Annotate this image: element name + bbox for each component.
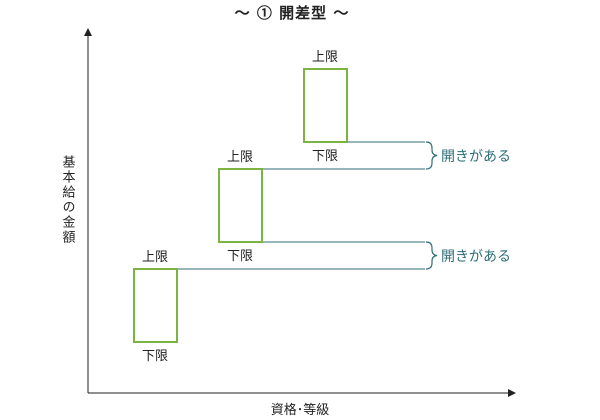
gap-brace-upper — [425, 141, 438, 170]
y-axis-label: 基本給の金額 — [60, 155, 76, 245]
pay-range-box-grade1 — [133, 268, 178, 343]
gap-label-upper: 開きがある — [441, 149, 511, 165]
x-axis-label: 資格･等級 — [271, 402, 330, 418]
gap-label-lower: 開きがある — [441, 249, 511, 265]
pay-range-box-grade2 — [218, 168, 263, 243]
pay-range-box-grade3 — [303, 68, 348, 143]
lower-label-grade3: 下限 — [312, 149, 338, 164]
lower-label-grade2: 下限 — [227, 249, 253, 264]
upper-label-grade3: 上限 — [312, 50, 338, 65]
gap-brace-lower — [425, 241, 438, 270]
upper-label-grade1: 上限 — [142, 250, 168, 265]
upper-label-grade2: 上限 — [227, 150, 253, 165]
lower-label-grade1: 下限 — [142, 349, 168, 364]
diagram-title: ～ ① 開差型 ～ — [234, 4, 350, 22]
